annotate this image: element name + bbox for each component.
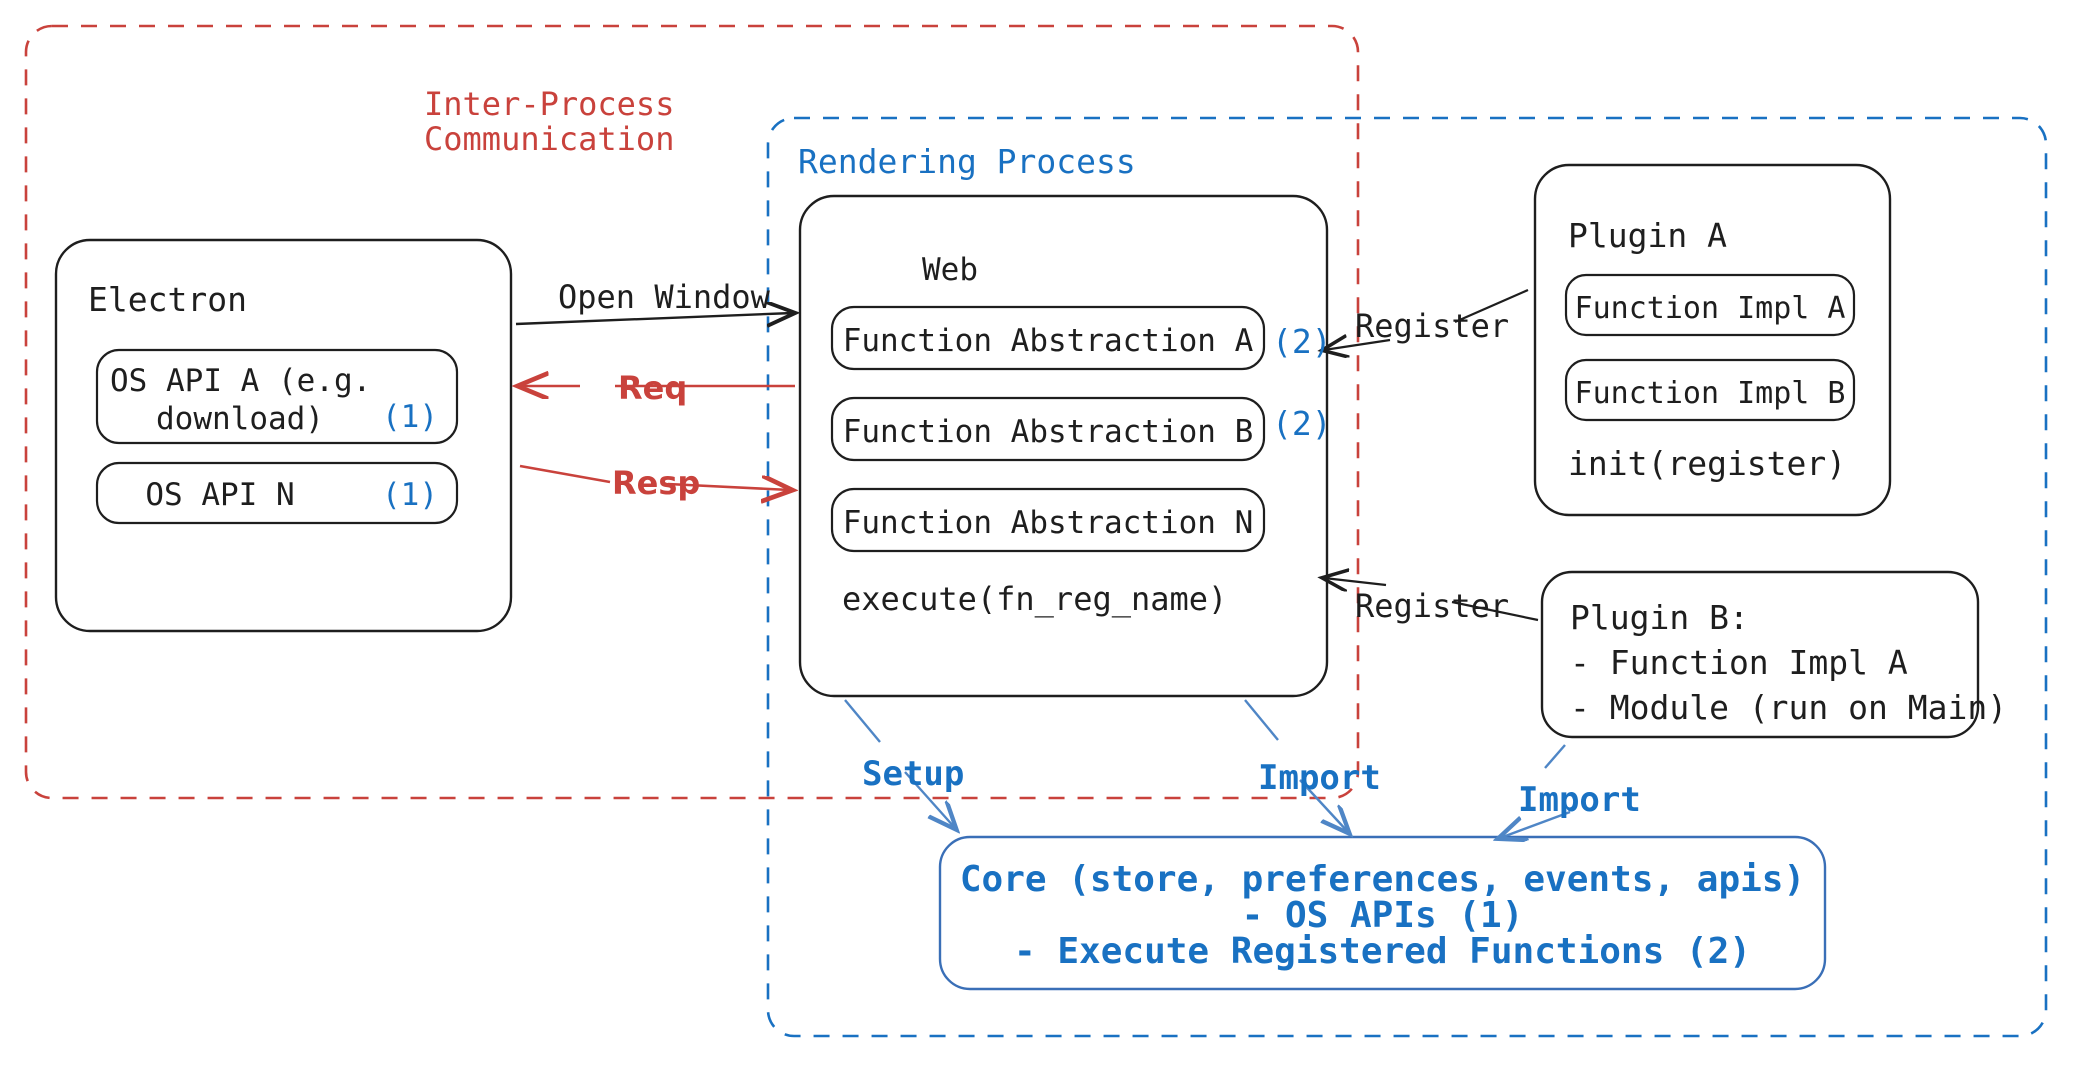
electron-api-a-box — [95, 348, 459, 445]
edge-label-register-plugin-a: Register — [1355, 307, 1510, 345]
plugin-b-item-1: - Module (run on Main) — [1570, 688, 2008, 727]
function-abstraction-b-box — [830, 396, 1266, 462]
edge-import-web — [1244, 699, 1348, 832]
edge-label-import-plugin-b: Import — [1518, 780, 1641, 820]
electron-api-n-box — [95, 461, 459, 525]
rendering-process-label: Rendering Process — [798, 142, 1136, 181]
web-footer-execute: execute(fn_reg_name) — [842, 580, 1228, 618]
function-abstraction-a-marker: (2) — [1272, 322, 1332, 361]
edge-label-import-web: Import — [1258, 758, 1381, 798]
plugin-a-box — [1533, 163, 1892, 517]
plugin-b-box — [1540, 570, 1980, 739]
ipc-boundary-label-line2: Communication — [424, 120, 675, 158]
function-abstraction-b-label: Function Abstraction B — [842, 414, 1254, 450]
edge-open-window — [515, 313, 793, 324]
edge-import-plugin-b — [1500, 744, 1571, 838]
ipc-boundary — [24, 24, 1360, 800]
electron-api-a-label: OS API A (e.g. download) — [110, 363, 372, 437]
core-box — [938, 835, 1827, 991]
electron-api-n-marker: (1) — [382, 477, 438, 513]
function-abstraction-a-box — [830, 305, 1266, 371]
edge-register-plugin-b — [1324, 578, 1539, 622]
electron-box — [54, 238, 513, 633]
core-line-1: Core (store, preferences, events, apis) — [959, 859, 1806, 900]
plugin-a-impl-a-box — [1564, 273, 1856, 337]
edge-resp — [519, 464, 790, 490]
edge-setup — [844, 699, 955, 828]
edge-label-open-window: Open Window — [558, 278, 770, 316]
plugin-a-impl-a-label: Function Impl A — [1574, 291, 1846, 326]
edge-register-plugin-a — [1324, 288, 1529, 350]
plugin-a-title: Plugin A — [1568, 216, 1727, 255]
core-line-3: - Execute Registered Functions (2) — [1014, 931, 1751, 972]
electron-api-a-marker: (1) — [382, 399, 438, 435]
plugin-b-item-0: - Function Impl A — [1570, 643, 1908, 682]
electron-api-n-label: OS API N — [145, 477, 295, 513]
ipc-boundary-label-line1: Inter-Process — [424, 85, 675, 123]
edge-label-req: Req — [618, 369, 688, 407]
function-abstraction-a-label: Function Abstraction A — [842, 323, 1254, 359]
core-line-2: - OS APIs (1) — [1241, 895, 1524, 936]
function-abstraction-n-label: Function Abstraction N — [842, 505, 1254, 541]
plugin-a-impl-b-label: Function Impl B — [1574, 376, 1846, 411]
plugin-a-footer-init: init(register) — [1568, 444, 1847, 483]
plugin-b-title: Plugin B: — [1570, 598, 1749, 637]
plugin-a-impl-b-box — [1564, 358, 1856, 422]
web-box — [798, 194, 1329, 698]
edge-label-resp: Resp — [612, 464, 701, 502]
edge-label-register-plugin-b: Register — [1355, 587, 1510, 625]
function-abstraction-n-box — [830, 487, 1266, 553]
web-title: Web — [922, 252, 978, 288]
electron-title: Electron — [88, 280, 247, 319]
rendering-process-boundary — [766, 116, 2048, 1038]
function-abstraction-b-marker: (2) — [1272, 404, 1332, 443]
edge-label-setup: Setup — [862, 754, 965, 794]
